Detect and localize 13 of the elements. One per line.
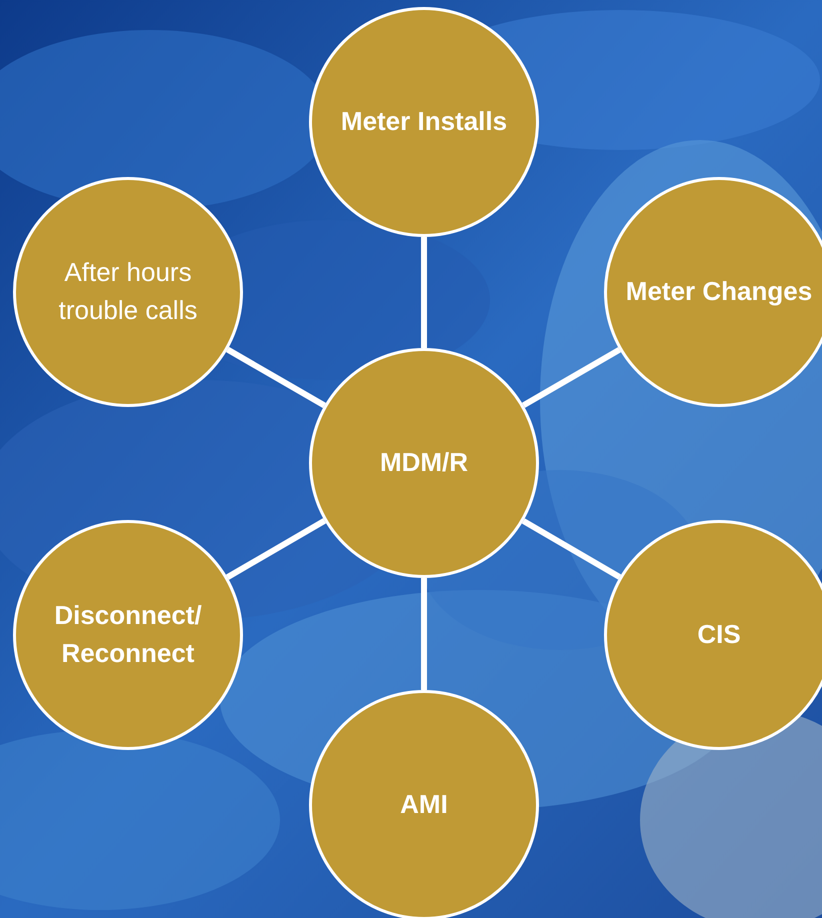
node-label: Meter Changes [626,275,812,308]
node-label: Meter Installs [340,105,508,138]
node-label: AMI [400,788,448,822]
connector-line [421,578,427,690]
node-label: Disconnect/ Reconnect [53,599,203,670]
connector-line [226,346,326,408]
connector-line [226,518,326,580]
connector-line [522,347,622,408]
connector-line [421,237,427,348]
node-label: MDM/R [380,446,468,480]
node-label: After hours trouble calls [58,256,198,327]
node-label: CIS [697,618,741,652]
connector-line [522,518,622,580]
